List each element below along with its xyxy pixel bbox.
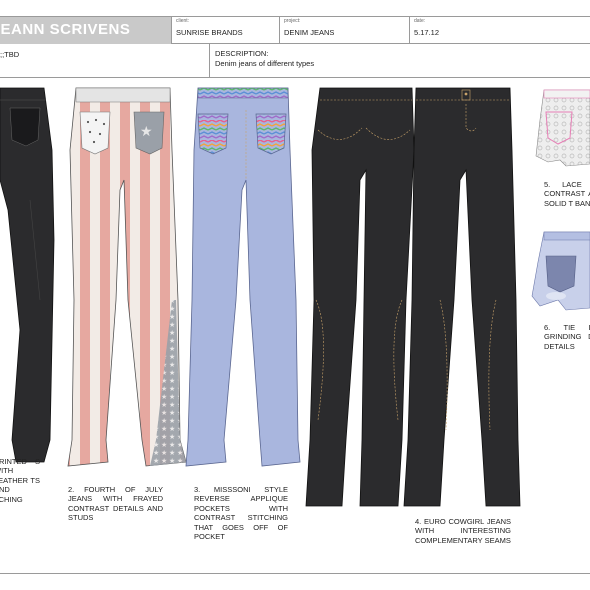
- client-label: client:: [176, 18, 190, 24]
- season-text: ;;TBD: [0, 50, 20, 59]
- description-value: Denim jeans of different types: [215, 59, 315, 68]
- date-value: 5.17.12: [414, 28, 440, 37]
- jeans-4-euro-cowgirl-front: [403, 87, 521, 507]
- caption-2: 2. FOURTH OF JULY JEANS WITH FRAYED CONT…: [68, 485, 163, 523]
- jeans-flats-drawing: ★ ★: [0, 87, 590, 507]
- shorts-6-tie-dye: [531, 231, 590, 311]
- caption-1: PRINTED S WITH LEATHER TS AND TCHING: [0, 457, 40, 504]
- project-value: DENIM JEANS: [284, 28, 335, 37]
- bottom-rule: [0, 573, 590, 574]
- caption-5: 5. LACE SH CONTRAST AND SOLID T BAND: [544, 180, 590, 208]
- date-label: date:: [414, 18, 426, 24]
- jeans-1-printed-leather: [0, 87, 55, 463]
- caption-4: 4. EURO COWGIRL JEANS WITH INTERESTING C…: [415, 517, 511, 545]
- caption-3: 3. MISSSONI STYLE REVERSE APPLIQUE POCKE…: [194, 485, 288, 542]
- caption-6: 6. TIE DYE GRINDING DED DETAILS: [544, 323, 590, 351]
- jeans-2-fourth-of-july: ★: [67, 87, 187, 467]
- date-cell: date: 5.17.12: [409, 17, 590, 44]
- description-label: DESCRIPTION:: [215, 49, 269, 58]
- client-value: SUNRISE BRANDS: [176, 28, 243, 37]
- client-cell: client: SUNRISE BRANDS: [171, 17, 279, 44]
- description-cell: DESCRIPTION: Denim jeans of different ty…: [209, 44, 590, 77]
- designer-name-block: SEANN SCRIVENS: [0, 17, 171, 44]
- project-label: project:: [284, 18, 301, 24]
- designer-name: SEANN SCRIVENS: [0, 21, 131, 38]
- svg-text:★: ★: [140, 124, 153, 140]
- project-cell: project: DENIM JEANS: [279, 17, 409, 44]
- description-row: ;;TBD DESCRIPTION: Denim jeans of differ…: [0, 44, 590, 78]
- jeans-3-missoni: [185, 87, 301, 467]
- shorts-5-lace: [535, 89, 590, 167]
- jeans-4-euro-cowgirl-back: [305, 87, 415, 507]
- title-block-header: SEANN SCRIVENS client: SUNRISE BRANDS pr…: [0, 16, 590, 44]
